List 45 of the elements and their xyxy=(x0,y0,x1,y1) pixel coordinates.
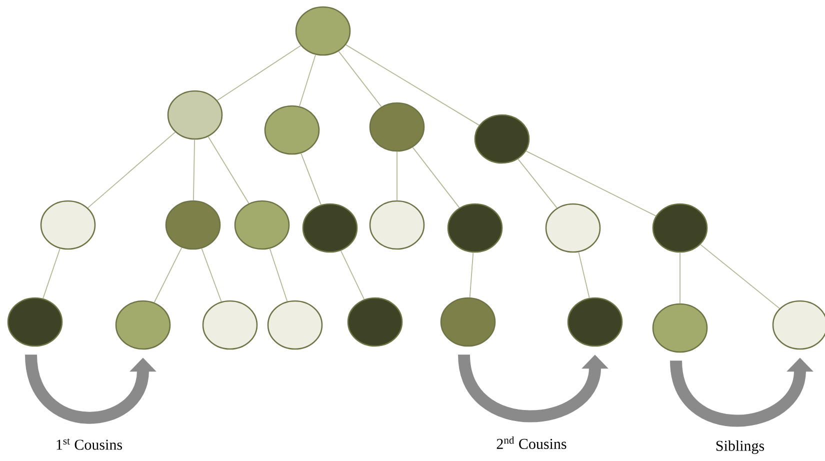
tree-node xyxy=(264,105,320,155)
tree-node xyxy=(347,297,403,347)
tree-line xyxy=(469,252,474,298)
tree-line xyxy=(340,250,365,300)
tree-line xyxy=(345,44,480,126)
tree-node xyxy=(295,6,351,56)
tree-node xyxy=(234,200,290,250)
tree-node xyxy=(7,297,63,347)
tree-line xyxy=(338,50,382,108)
tree-line xyxy=(87,132,176,208)
tree-node xyxy=(302,203,358,253)
tree-node xyxy=(167,90,223,140)
tree-node xyxy=(567,297,623,347)
tree-node xyxy=(115,300,171,350)
tree-line xyxy=(396,151,398,201)
tree-node xyxy=(267,300,323,350)
tree-node xyxy=(474,114,530,164)
tree-line xyxy=(193,139,195,201)
tree-line xyxy=(201,248,222,302)
tree-line xyxy=(518,158,558,208)
tree-line xyxy=(526,150,656,216)
tree-line xyxy=(700,244,780,309)
tree-line xyxy=(269,248,288,302)
edge-label: Siblings xyxy=(716,440,764,454)
tree-line xyxy=(208,136,250,204)
tree-node xyxy=(202,300,258,350)
tree-line xyxy=(300,152,322,206)
tree-node xyxy=(165,200,221,250)
tree-line xyxy=(412,146,460,208)
tree-line xyxy=(578,252,590,298)
tree-node xyxy=(440,297,496,347)
tree-node xyxy=(652,203,708,253)
edge-label: 2$^{nd}$ Cousins xyxy=(496,436,566,449)
tree-node xyxy=(772,300,825,350)
tree-node xyxy=(369,102,425,152)
tree-node xyxy=(545,203,601,253)
tree-line xyxy=(154,247,182,303)
tree-line xyxy=(299,54,316,107)
tree-line xyxy=(42,248,60,299)
tree-node xyxy=(652,303,708,353)
tree-node xyxy=(447,203,503,253)
tree-node xyxy=(369,200,425,250)
tree-line xyxy=(216,45,302,101)
edge-label: 1$^{st}$ Cousins xyxy=(56,438,122,450)
tree-node xyxy=(40,200,96,250)
